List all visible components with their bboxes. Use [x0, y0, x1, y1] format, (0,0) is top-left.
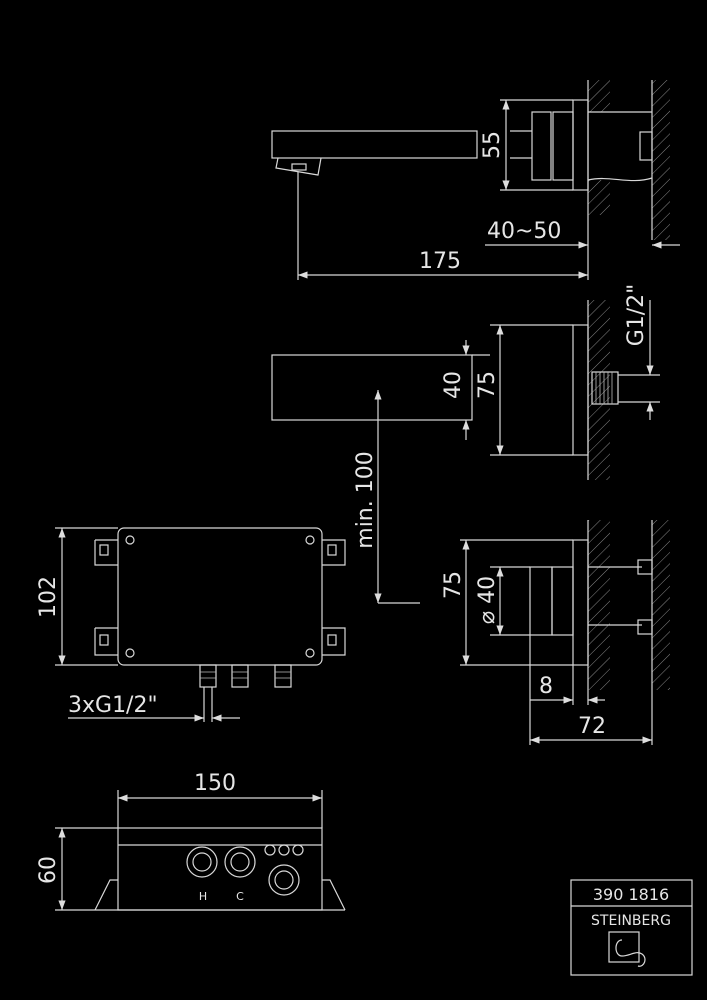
wall-hatch	[652, 80, 670, 240]
dim-box-width: 150	[194, 771, 236, 796]
wall-hatch	[588, 520, 610, 690]
dim-thread: G1/2"	[624, 284, 649, 347]
box-body	[117, 527, 323, 666]
article-number: 390 1816	[593, 885, 669, 904]
dim-wall-depth: 40~50	[487, 219, 561, 244]
label-hot: H	[199, 890, 207, 903]
dim-spout-width: 40	[441, 371, 466, 399]
wall-hatch	[652, 520, 670, 690]
brand-name: STEINBERG	[591, 913, 671, 929]
dim-plate-thickness: 8	[539, 674, 553, 699]
dim-rosette-diameter: ⌀ 40	[475, 576, 500, 624]
dim-box-connections: 3xG1/2"	[68, 693, 158, 718]
wall-plate	[572, 324, 589, 456]
wall-hatch	[588, 300, 610, 480]
wall-cavity	[588, 112, 652, 180]
spout	[271, 354, 473, 421]
wall-plate	[572, 99, 589, 191]
dim-spout-length: 175	[419, 249, 461, 274]
thread-connector	[591, 371, 619, 405]
dim-box-depth: 60	[36, 856, 61, 884]
brand-logo-icon	[608, 931, 646, 967]
spout	[271, 130, 478, 159]
aerator	[275, 157, 322, 176]
mounting-box-front-view: 102 3xG1/2"	[36, 527, 346, 722]
dim-plate-height: 75	[475, 371, 500, 399]
dim-min-height: min. 100	[353, 451, 378, 548]
spout-side-view: 55 40~50 175	[271, 80, 680, 280]
rosette-side-view: 75 ⌀ 40 8 72	[441, 520, 670, 745]
dim-spout-height: 55	[480, 131, 505, 159]
dim-total-depth: 72	[578, 714, 606, 739]
spout-top-view: G1/2" 75 40 min. 100	[271, 284, 660, 604]
dim-box-height: 102	[36, 576, 61, 618]
title-block: 390 1816 STEINBERG	[570, 879, 693, 976]
dim-rosette-height: 75	[441, 571, 466, 599]
label-cold: C	[236, 890, 244, 903]
mounting-box-bottom-view: 150 H C 60	[36, 771, 346, 911]
wall-plate	[572, 539, 589, 666]
